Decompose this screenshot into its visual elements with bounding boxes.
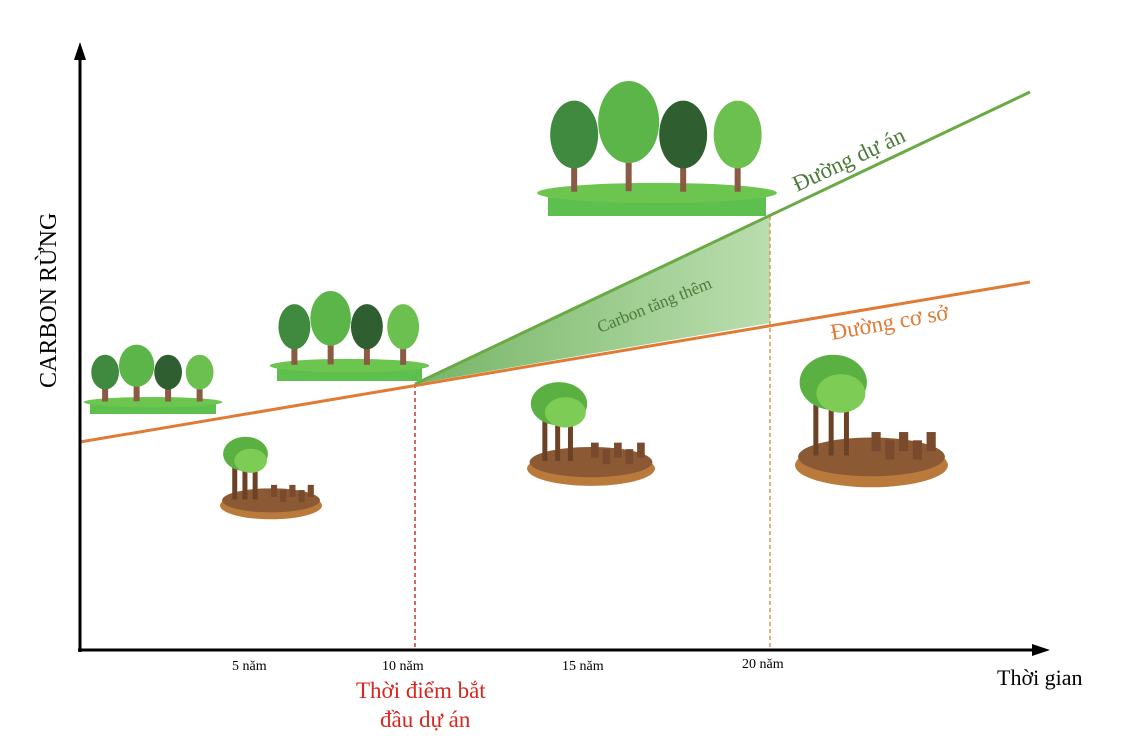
tree-crown-icon xyxy=(544,397,586,428)
tree-crown-icon xyxy=(350,304,383,350)
tree-crown-icon xyxy=(387,304,420,350)
forest-illustration-large xyxy=(537,81,777,216)
ground-hill xyxy=(537,182,777,204)
project-line xyxy=(414,90,1031,386)
project-start-label-2: đầu dự án xyxy=(380,707,471,732)
stump-icon xyxy=(912,440,922,460)
tree-trunk xyxy=(555,412,561,461)
ground-hill xyxy=(83,396,223,408)
deforested-illustration-medium xyxy=(527,382,655,486)
tree-crown-icon xyxy=(659,100,708,169)
tick-15: 15 năm xyxy=(562,659,604,674)
stump-icon xyxy=(602,449,611,465)
tree-crown-icon xyxy=(234,448,267,473)
stump-icon xyxy=(885,440,895,460)
stump-icon xyxy=(591,442,599,458)
stump-icon xyxy=(637,442,645,458)
project-start-label-1: Thời điểm bắt xyxy=(356,678,486,703)
tree-crown-icon xyxy=(278,304,311,350)
tree-trunk xyxy=(252,460,258,500)
tree-crown-icon xyxy=(91,354,119,390)
tree-crown-icon xyxy=(154,354,182,390)
tick-20: 20 năm xyxy=(742,657,784,672)
tree-crown-icon xyxy=(816,374,866,413)
stump-icon xyxy=(289,484,296,497)
stump-icon xyxy=(899,432,909,452)
stump-icon xyxy=(298,490,305,503)
forest-illustration-medium xyxy=(269,291,430,381)
stump-icon xyxy=(614,442,622,458)
stump-icon xyxy=(871,432,881,452)
stump-icon xyxy=(625,449,634,465)
stump-icon xyxy=(271,484,278,497)
y-axis-arrow xyxy=(74,42,86,60)
tick-10: 10 năm xyxy=(382,659,424,674)
tree-trunk xyxy=(542,412,548,461)
tree-trunk xyxy=(813,393,819,456)
tree-trunk xyxy=(828,393,834,456)
ground-hill xyxy=(269,358,430,373)
forest-illustration-small xyxy=(83,344,223,414)
tree-crown-icon xyxy=(185,354,214,390)
stump-icon xyxy=(926,432,936,452)
stump-icon xyxy=(280,490,287,503)
tree-crown-icon xyxy=(118,344,155,387)
deforested-illustration-large xyxy=(795,354,948,488)
x-axis-arrow xyxy=(1032,644,1050,656)
tree-trunk xyxy=(232,460,238,500)
tree-crown-icon xyxy=(550,100,599,169)
tree-trunk xyxy=(567,412,573,461)
baseline-line xyxy=(79,280,1031,444)
deforested-illustration-small xyxy=(220,436,322,520)
stump-icon xyxy=(307,484,314,497)
tick-5: 5 năm xyxy=(232,659,267,674)
tree-crown-icon xyxy=(598,81,660,164)
tree-trunk xyxy=(843,393,849,456)
tree-trunk xyxy=(242,460,248,500)
y-axis-label: CARBON RỪNG xyxy=(35,213,62,388)
tree-crown-icon xyxy=(310,291,351,346)
x-axis-label: Thời gian xyxy=(997,665,1083,690)
tree-crown-icon xyxy=(713,100,762,169)
